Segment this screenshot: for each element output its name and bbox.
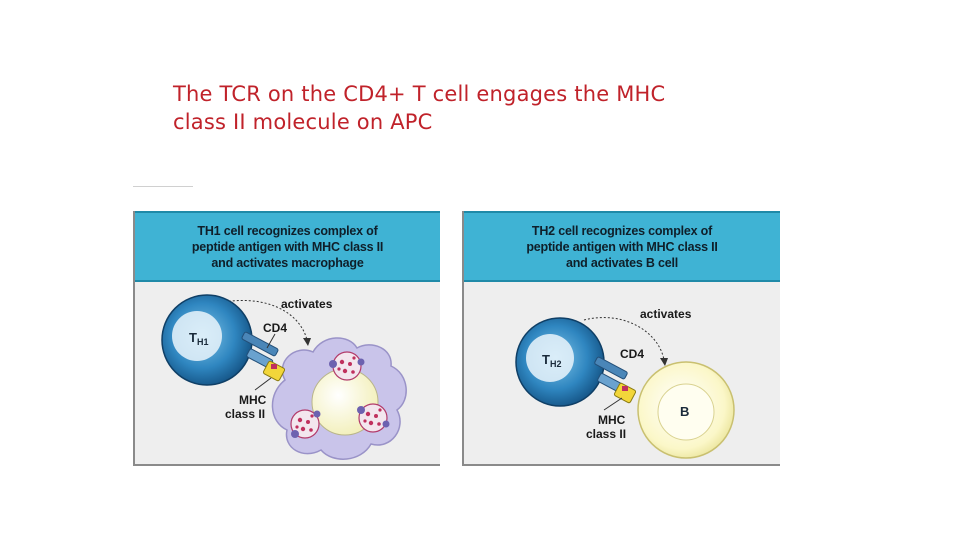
th1-cd4-label: CD4 [263,321,287,335]
th2-header-line-3: and activates B cell [565,255,679,270]
th1-peptide [271,364,277,369]
th1-header-line-2: peptide antigen with MHC class II [191,239,384,254]
th1-header-line-1: TH1 cell recognizes complex of [197,223,378,238]
activates-arrowhead [660,358,668,366]
b-cell-nucleus [657,383,715,441]
vesicle-1 [329,351,365,381]
th1-panel-header: TH1 cell recognizes complex of peptide a… [135,211,440,282]
slide-title: The TCR on the CD4+ T cell engages the M… [173,80,793,136]
th1-cell-label: TH1 [189,330,208,347]
b-cell-label: B [680,404,689,419]
th2-cd4-label: CD4 [620,347,644,361]
th2-panel: TH2 cell recognizes complex of peptide a… [462,211,780,466]
activates-arrow [583,317,665,361]
vesicle-3 [290,409,321,439]
divider-mark [133,186,193,187]
th1-mhc-molecule [262,360,286,382]
th1-header-line-3: and activates macrophage [211,255,364,270]
th2-header-line-1: TH2 cell recognizes complex of [531,223,713,238]
th1-panel: TH1 cell recognizes complex of peptide a… [133,211,440,466]
th2-peptide [622,386,628,391]
th2-cd4-molecule [594,356,628,380]
th2-mhc-label-line-2: class II [586,427,626,441]
th1-t-cell-nucleus [172,311,222,361]
th2-header-line-2: peptide antigen with MHC class II [526,239,718,254]
th1-activates-label: activates [281,297,333,311]
slide-title-line-1: The TCR on the CD4+ T cell engages the M… [173,82,666,106]
th1-mhc-label-line-1: MHC [239,393,267,407]
th2-illustration: B TH2 activates CD4 MHC class II [515,307,735,459]
th2-panel-header: TH2 cell recognizes complex of peptide a… [464,211,780,282]
th1-mhc-label-line-2: class II [225,407,265,421]
th2-mhc-molecule [613,382,637,404]
th2-activates-label: activates [640,307,692,321]
slide-title-line-2: class II molecule on APC [173,110,433,134]
th1-illustration: TH1 activates CD4 MHC class II [161,294,407,460]
th2-t-cell-nucleus [526,334,574,382]
th2-mhc-label-line-1: MHC [598,413,626,427]
th1-cd4-molecule [241,331,279,357]
vesicle-2 [357,403,390,433]
th2-cell-label: TH2 [542,352,561,369]
activates-arrowhead [303,338,311,346]
